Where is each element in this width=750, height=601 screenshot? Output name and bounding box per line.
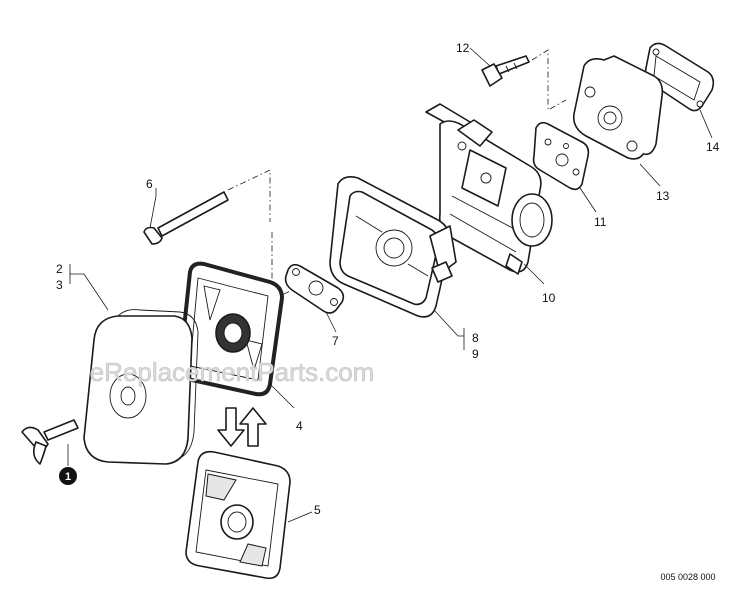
callout-badge-1 [59,467,77,485]
callout-11: 11 [594,215,607,229]
bolt-part-6 [143,191,229,245]
callout-2: 2 [56,262,63,276]
plate-part-7 [284,263,345,314]
callout-8: 8 [472,331,479,345]
direction-arrows [217,407,267,447]
callout-5: 5 [314,503,321,517]
drawing-code: 005 0028 000 [660,572,715,582]
callout-9: 9 [472,347,479,361]
callout-4: 4 [296,419,303,433]
callout-10: 10 [542,291,556,305]
bolt-part-12 [481,55,530,87]
air-cleaner-base-part-8-9 [329,176,457,318]
callout-13: 13 [656,189,670,203]
watermark-text: eReplacementParts.com [90,357,375,387]
callout-7: 7 [332,334,339,348]
part-number-callouts: 1 2 3 4 5 6 7 8 9 10 11 12 13 14 [56,41,720,517]
gasket-part-11 [532,121,590,191]
wing-bolt-part-1 [21,419,79,465]
callout-1: 1 [65,471,71,483]
callout-3: 3 [56,278,63,292]
carburetor-part-10 [425,103,553,275]
callout-14: 14 [706,140,720,154]
air-cleaner-cover-part-2-3 [83,309,199,465]
callout-12: 12 [456,41,470,55]
insulator-part-13 [572,55,664,160]
callout-6: 6 [146,177,153,191]
pre-filter-part-5 [185,450,291,580]
leader-lines [67,47,713,523]
